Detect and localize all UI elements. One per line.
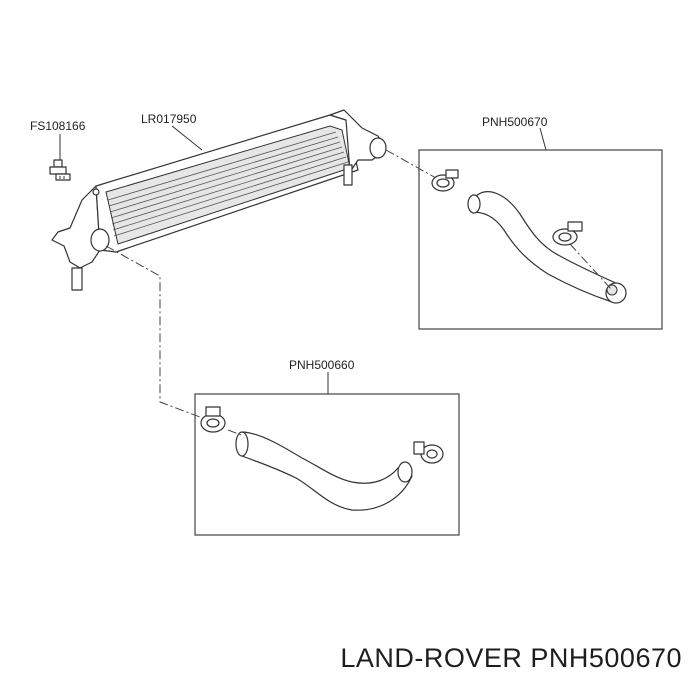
lower-hose-box [194, 393, 460, 536]
upper-connection-line [385, 149, 437, 179]
bolt-icon [49, 159, 71, 181]
upper-hose-leader [539, 127, 547, 151]
caption: LAND-ROVER PNH500670 [340, 643, 682, 673]
upper-hose-dash [569, 243, 613, 291]
lower-hose-part-number: PNH500660 [289, 358, 355, 372]
lower-connection-line [105, 245, 209, 421]
intercooler-part-number: LR017950 [141, 112, 197, 126]
upper-hose-icon [431, 169, 627, 304]
upper-hose-box [418, 149, 663, 330]
lower-hose-dash [227, 429, 245, 437]
lower-hose-icon [200, 406, 444, 511]
bolt-part-number: FS108166 [30, 119, 86, 133]
upper-hose-part-number: PNH500670 [482, 115, 548, 129]
intercooler-icon [51, 109, 387, 291]
intercooler-leader [171, 125, 203, 151]
